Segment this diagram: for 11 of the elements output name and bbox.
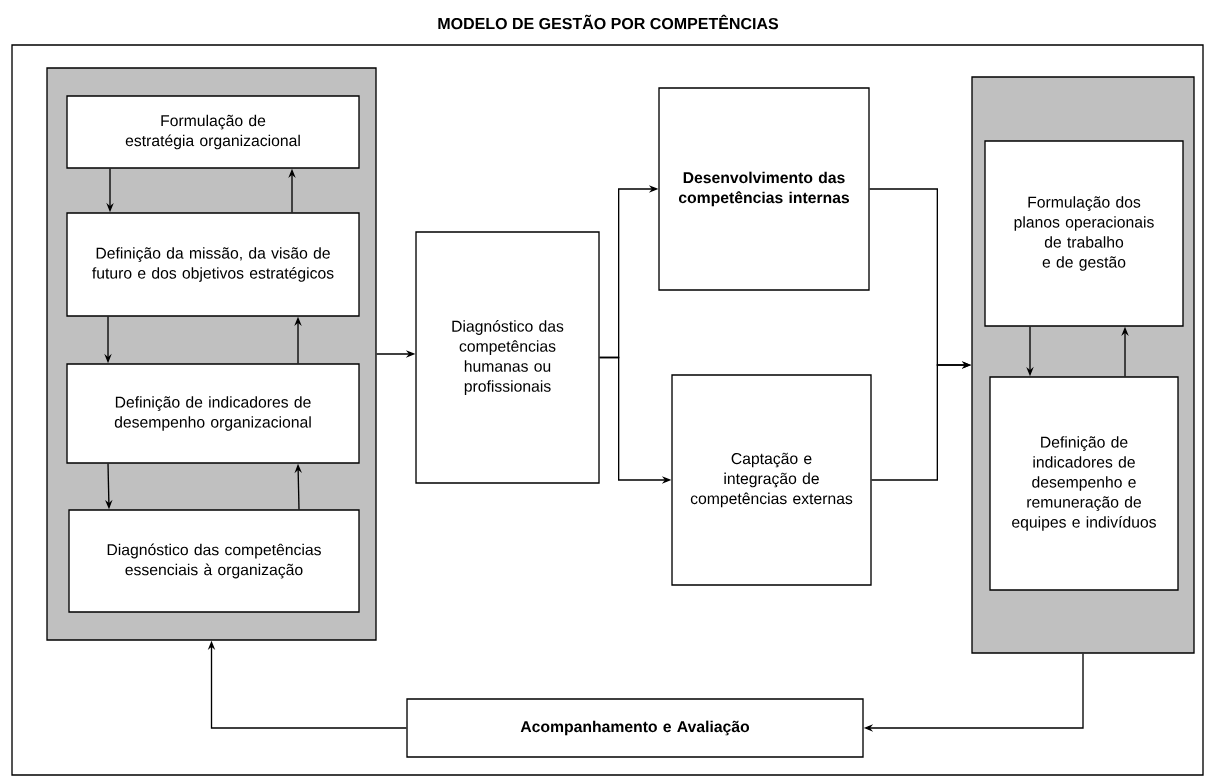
process-box: Desenvolvimento das competências internas bbox=[658, 87, 870, 291]
process-box: Definição de indicadores de desempenho organizacional bbox=[66, 363, 360, 464]
process-box: Diagnóstico das competências essenciais à organização bbox=[68, 509, 360, 613]
process-box: Formulação de estratégia organizacional bbox=[66, 95, 360, 169]
process-box: Definição de indicadores de desempenho e remuneração de equipes e indivíduos bbox=[989, 376, 1179, 591]
process-box: Definição da missão, da visão de futuro e dos objetivos estratégicos bbox=[66, 212, 360, 317]
process-box: Diagnóstico das competências humanas ou profissionais bbox=[415, 231, 600, 484]
title: MODELO DE GESTÃO POR COMPETÊNCIAS bbox=[438, 14, 779, 30]
process-box: Captação e integração de competências externas bbox=[671, 374, 872, 586]
process-box: Acompanhamento e Avaliação bbox=[406, 698, 864, 758]
process-box: Formulação dos planos operacionais de trabalho e de gestão bbox=[984, 140, 1184, 327]
